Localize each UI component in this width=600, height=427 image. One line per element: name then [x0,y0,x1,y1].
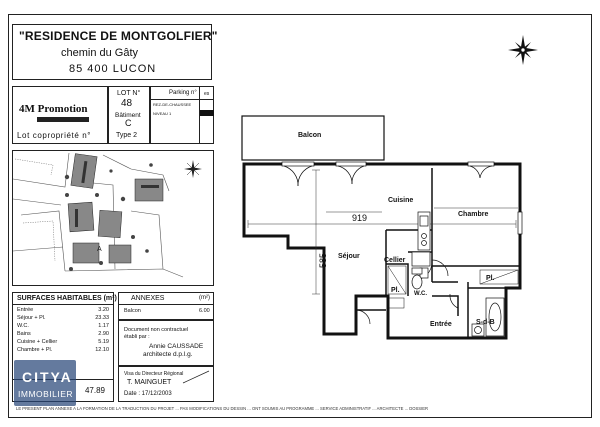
watermark-sub: IMMOBILIER [18,389,74,399]
surface-row-value: 12.10 [95,347,109,353]
dim-horizontal: 919 [352,213,367,223]
surface-row-label: W.C. [17,323,29,329]
room-label-cellier: Cellier [384,257,406,264]
windows [281,161,523,235]
surfaces-total-value: 47.89 [84,386,105,395]
document-line-1: Document non contractuel [124,327,189,333]
room-label-pl1: Pl. [391,287,400,294]
kitchen-fixtures [411,211,431,279]
surface-row-label: Cuisine + Cellier [17,339,58,345]
surface-row-value: 2.90 [98,331,109,337]
door-swings [283,165,493,325]
document-box: Document non contractuel établi par : An… [118,320,214,366]
surfaces-title: SURFACES HABITABLES (m²) [17,295,117,302]
surface-row-value: 23.33 [95,315,109,321]
surface-row-value: 3.20 [98,307,109,313]
annexes-row-label: Balcon [124,308,141,314]
room-label-entree: Entrée [430,321,452,328]
site-compass-icon [184,160,202,178]
site-map-letter-a: A [97,246,102,253]
annexes-divider [119,304,213,305]
annexes-unit: (m²) [199,295,210,301]
promoter-stamp [37,117,89,122]
document-architect: Annie CAUSSADE [149,343,204,350]
room-label-chambre: Chambre [458,211,488,218]
floor-plan: Balcon [241,115,523,340]
annexes-box: ANNEXES (m²) Balcon 6.00 [118,292,214,320]
bathroom-fixtures [471,297,505,337]
plan-sheet [8,14,592,418]
surface-row: Chambre + Pl. 12.10 [17,347,109,354]
citya-watermark: CITYA IMMOBILIER [14,360,76,406]
room-label-sdb: S-d-B [476,319,495,326]
annexes-row-value: 6.00 [199,308,210,314]
visa-label: Visa du Directeur Régional [124,371,184,377]
site-map-drawing: A [13,152,202,278]
surface-row-value: 5.19 [98,339,109,345]
annexes-title: ANNEXES [131,295,165,302]
surface-row: Entrée 3.20 [17,307,109,314]
lot-copro-label: Lot copropriété n° [17,131,92,140]
surface-row: Bains 2.90 [17,331,109,338]
surface-row: W.C. 1.17 [17,323,109,330]
lot-box: LOT N° 48 Bâtiment C Type 2 [108,86,150,144]
room-label-pl2: Pl. [486,275,495,282]
parking-row-2: NIVEAU 1 [153,111,172,116]
visa-box: Visa du Directeur Régional T. MAINGUET D… [118,366,214,402]
surface-row-label: Entrée [17,307,34,313]
batiment-label: Bâtiment [115,112,141,119]
surface-row-label: Bains [17,331,31,337]
street-address: chemin du Gâty [61,47,139,59]
site-map: A [12,150,214,286]
parking-col-label: es [204,91,210,97]
outer-walls [242,162,522,340]
parking-divider [151,99,213,100]
surface-row-label: Séjour + Pl. [17,315,46,321]
promoter-box: 4M Promotion Lot copropriété n° [12,86,108,144]
placard-marks [387,265,519,309]
surface-row: Séjour + Pl. 23.33 [17,315,109,322]
dimension-lines [247,169,518,295]
city-address: 85 400 LUCON [69,63,157,75]
document-architect-title: architecte d.p.l.g. [143,351,193,358]
visa-name: T. MAINGUET [127,379,172,386]
signature-mark [182,370,210,384]
room-label-cuisine: Cuisine [388,197,413,204]
promoter-name: 4M Promotion [19,103,88,115]
parking-box: Parking n° es REZ-DE-CHAUSSEE NIVEAU 1 [150,86,214,144]
surfaces-title-divider [13,304,113,305]
surface-row: Cuisine + Cellier 5.19 [17,339,109,346]
parking-label: Parking n° [169,90,197,96]
surface-row-value: 1.17 [98,323,109,329]
surface-row-label: Chambre + Pl. [17,347,53,353]
dim-vertical: 585 [318,253,328,268]
parking-col-divider [199,87,200,143]
wc-fixture [411,267,423,290]
residence-name: "RESIDENCE DE MONTGOLFIER" [19,29,218,43]
footer-disclaimer: LE PRESENT PLAN ANNEXE A LA FORMATION DE… [16,406,429,411]
watermark-brand: CITYA [22,369,73,385]
lot-number: 48 [121,98,133,109]
lot-type: Type 2 [116,132,138,139]
room-label-balcon: Balcon [298,132,321,139]
balcon-outline [241,115,385,161]
parking-black-mark [200,110,214,116]
residence-header: "RESIDENCE DE MONTGOLFIER" chemin du Gât… [12,24,217,80]
room-label-wc: W.C. [414,291,427,297]
document-line-2: établi par : [124,334,150,340]
lot-label: LOT N° [117,90,141,97]
visa-date: Date : 17/12/2003 [124,391,172,397]
compass-icon [508,35,538,65]
room-label-sejour: Séjour [338,253,360,260]
parking-row-1: REZ-DE-CHAUSSEE [153,102,192,107]
batiment-value: C [125,118,132,128]
